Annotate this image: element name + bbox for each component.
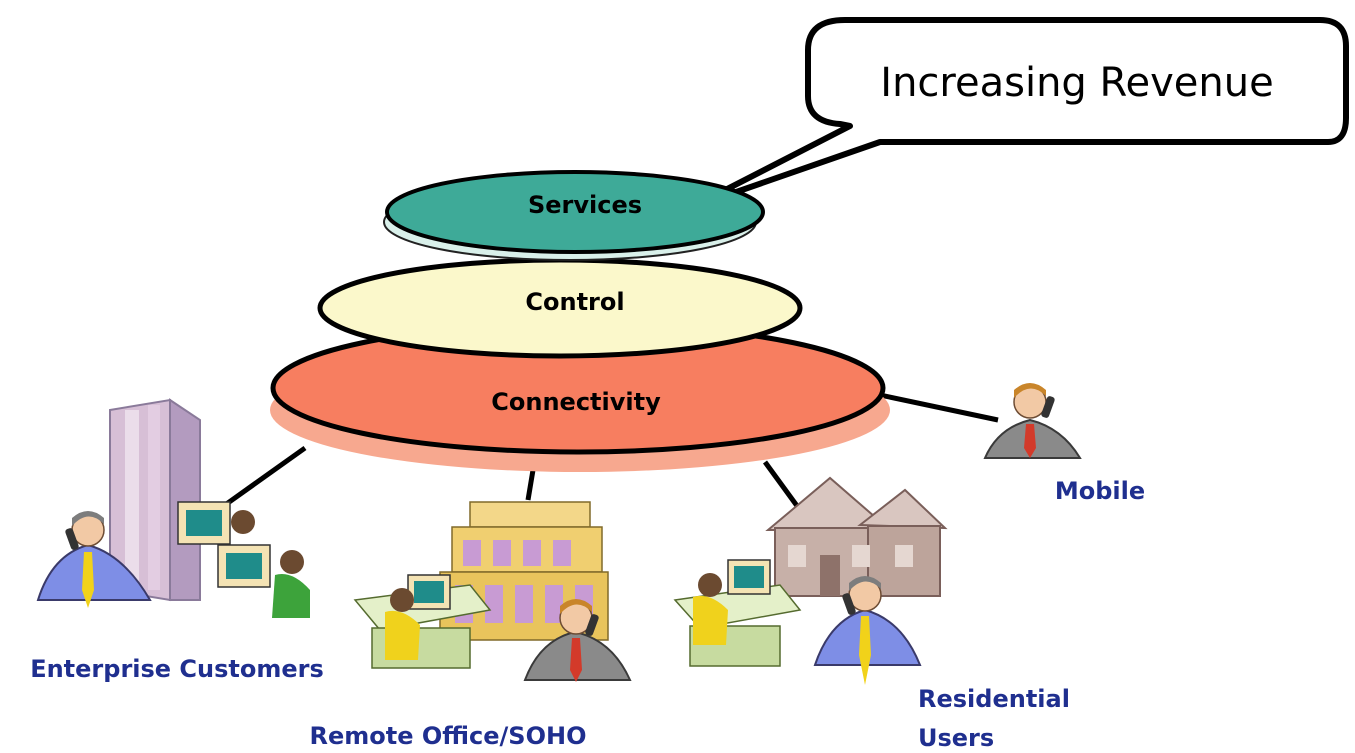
connection-lines (223, 392, 999, 512)
link-mobile (879, 392, 999, 423)
callout-text: Increasing Revenue (880, 60, 1273, 106)
revenue-callout: Increasing Revenue (687, 17, 1349, 211)
desk-worker-icon (673, 559, 802, 667)
enterprise-label: Enterprise Customers (30, 655, 324, 683)
residential-label-line1: Residential (918, 685, 1070, 713)
business-person-icon (523, 599, 632, 682)
business-person-icon (813, 576, 922, 685)
link-residential (762, 460, 803, 512)
residential-label-line2: Users (918, 724, 994, 752)
services-label: Services (528, 191, 642, 219)
remote-office-label: Remote Office/SOHO (310, 722, 587, 750)
mobile-label: Mobile (1055, 477, 1145, 505)
control-layer: Control (317, 257, 803, 359)
workstation-icon (177, 501, 310, 618)
services-layer: Services (383, 170, 765, 261)
control-label: Control (525, 288, 624, 316)
connectivity-label: Connectivity (491, 388, 661, 416)
business-person-icon (36, 511, 152, 608)
desk-worker-icon (353, 574, 492, 669)
mobile-person-icon (983, 383, 1082, 459)
connectivity-layer: Connectivity (270, 321, 890, 472)
link-remote-office (525, 469, 536, 501)
link-enterprise (223, 445, 307, 508)
office-tower-icon (109, 398, 201, 602)
